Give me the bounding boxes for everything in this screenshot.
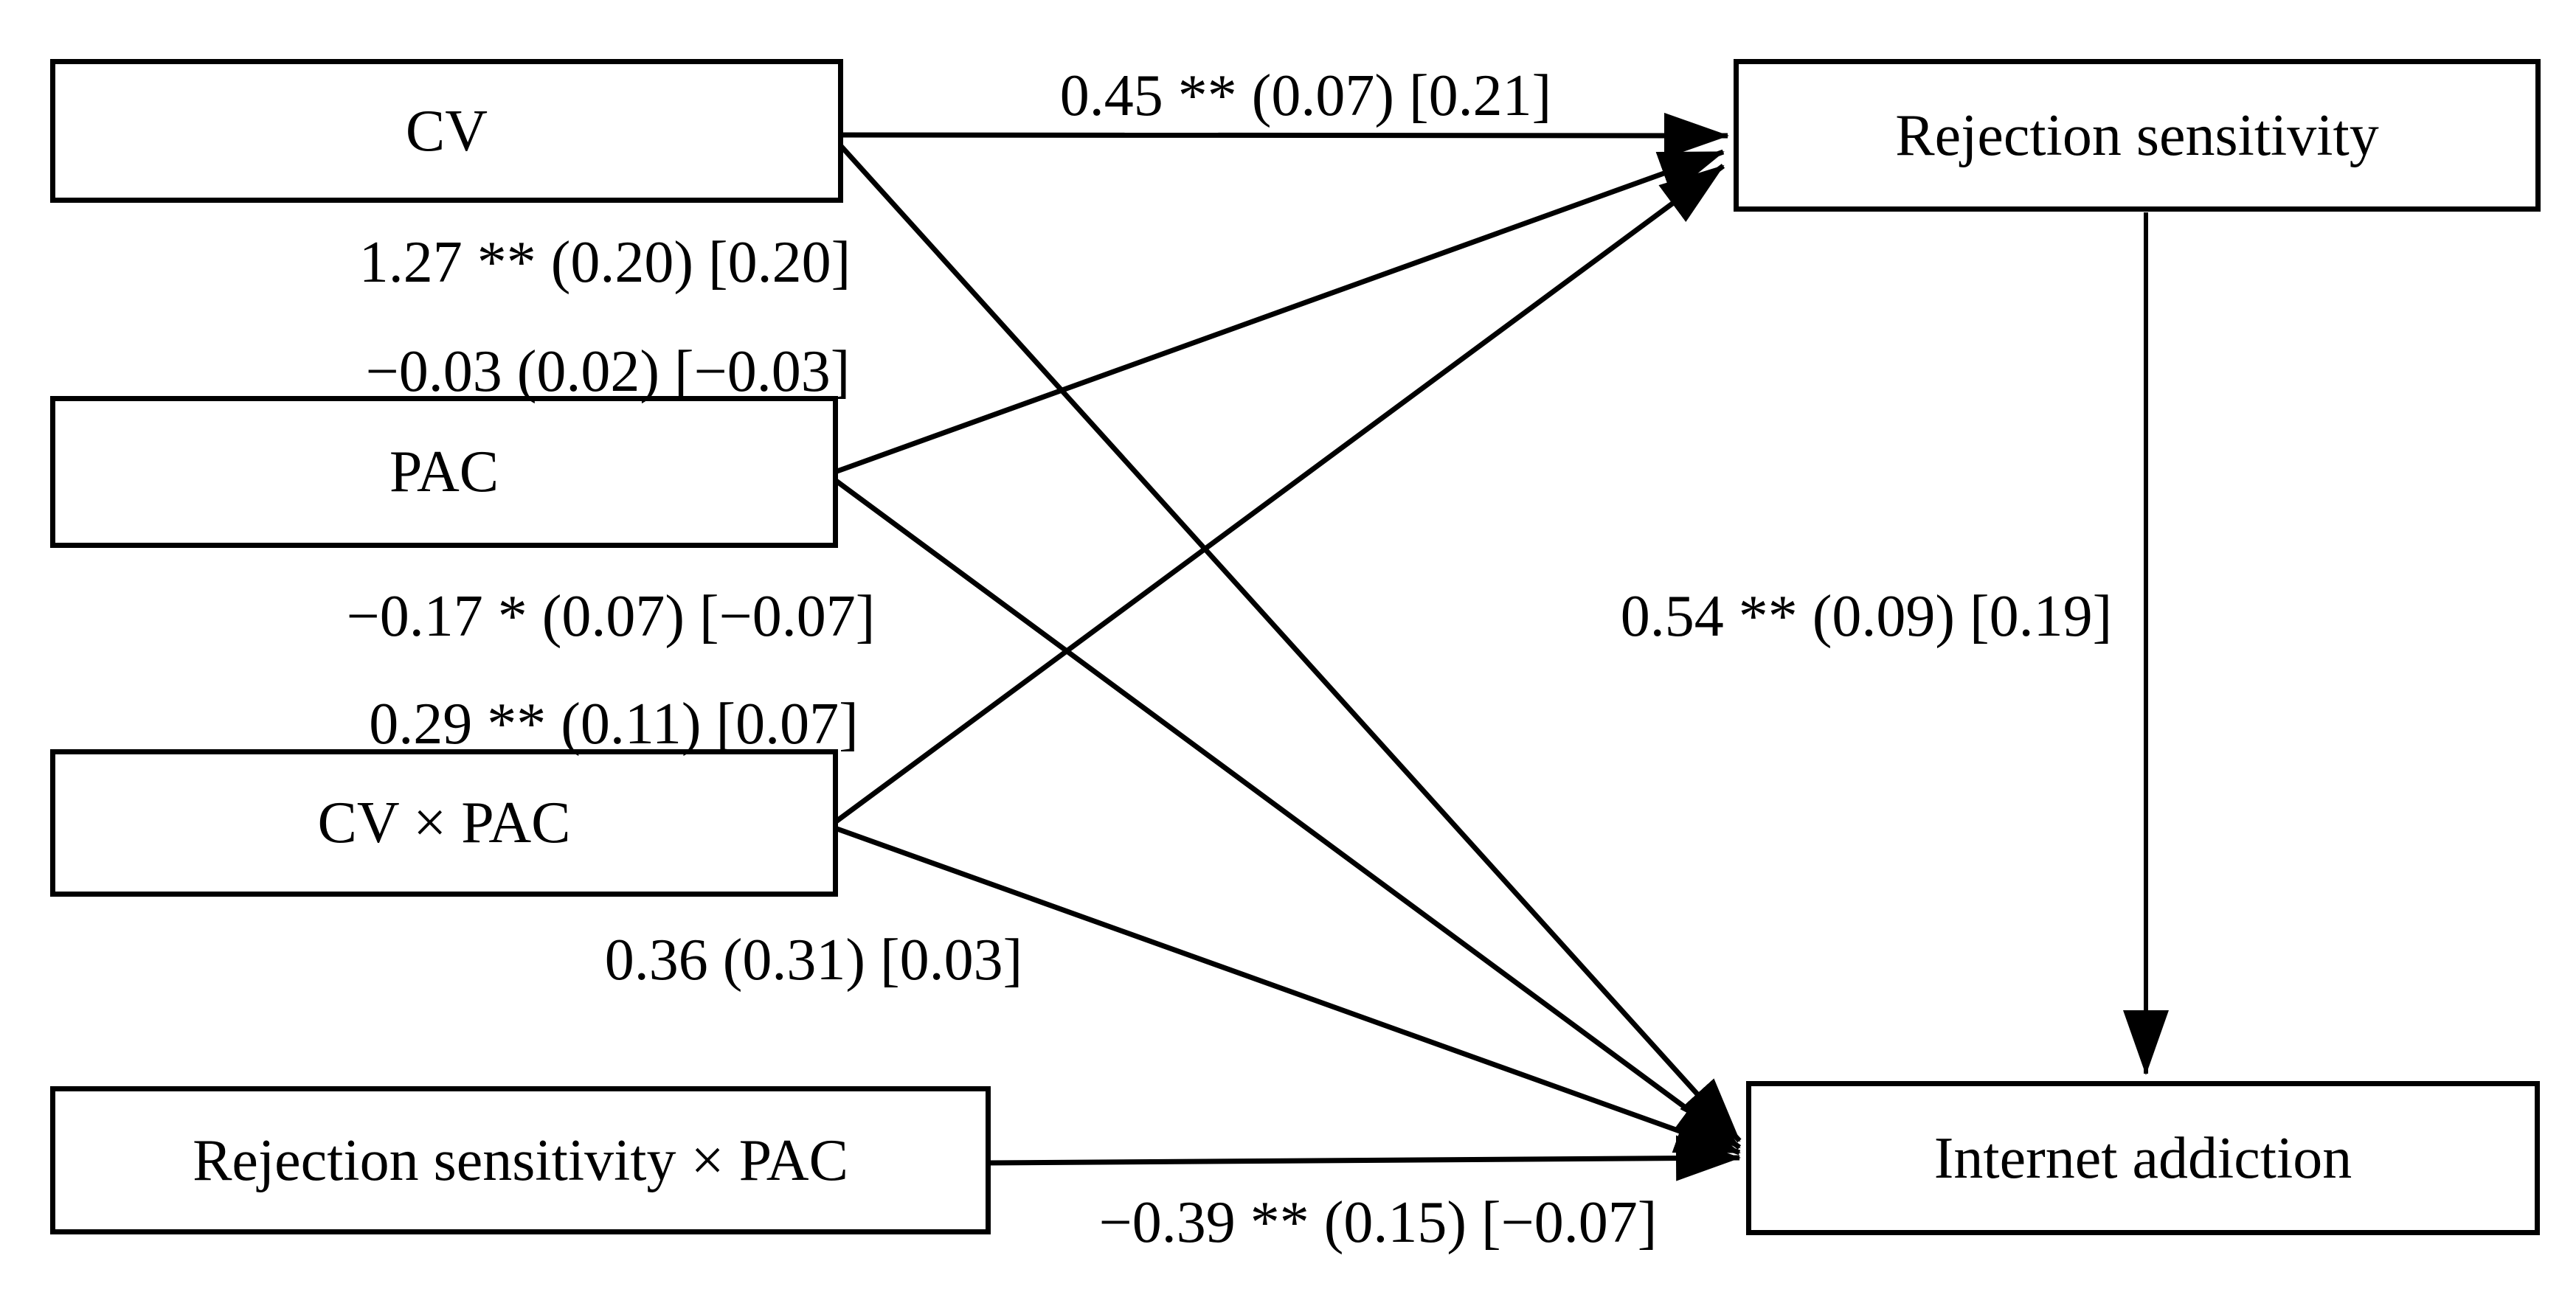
edge-label-cvxpac-to-rejection-sensitivity: 0.29 ** (0.11) [0.07] (369, 692, 859, 757)
node-rejection-sensitivity-x-pac-label: Rejection sensitivity × PAC (193, 1128, 848, 1193)
node-cv-label: CV (405, 98, 488, 164)
edge-label-cvxpac-to-internet-addiction: 0.36 (0.31) [0.03] (604, 928, 1023, 993)
edge-label-cv-to-rejection-sensitivity: 0.45 ** (0.07) [0.21] (1059, 63, 1552, 128)
node-internet-addiction: Internet addiction (1746, 1081, 2540, 1235)
node-cv: CV (50, 59, 843, 203)
node-cv-x-pac: CV × PAC (50, 749, 838, 897)
node-rejection-sensitivity-x-pac: Rejection sensitivity × PAC (50, 1086, 991, 1234)
edge-label-pac-to-rejection-sensitivity: −0.03 (0.02) [−0.03] (365, 339, 851, 404)
node-internet-addiction-label: Internet addiction (1933, 1125, 2352, 1191)
node-pac: PAC (50, 396, 838, 548)
edge-label-pac-to-internet-addiction: −0.17 * (0.07) [−0.07] (346, 584, 876, 649)
edge-pac-to-internet-addiction-arrow (833, 478, 1742, 1150)
node-cv-x-pac-label: CV × PAC (317, 791, 571, 855)
edge-cvxpac-to-rejection-sensitivity-arrow (833, 164, 1725, 824)
edge-cvxpac-to-internet-addiction-arrow (834, 825, 1741, 1156)
edge-label-rejection-sensitivity-to-internet-addiction: 0.54 ** (0.09) [0.19] (1620, 584, 2113, 649)
edge-label-cv-to-internet-addiction: 1.27 ** (0.20) [0.20] (359, 230, 851, 295)
node-rejection-sensitivity: Rejection sensitivity (1734, 59, 2541, 212)
edge-pac-to-rejection-sensitivity-arrow (834, 149, 1725, 475)
edge-rsxpac-to-internet-addiction-arrow (988, 1135, 1741, 1181)
edge-label-rsxpac-to-internet-addiction: −0.39 ** (0.15) [−0.07] (1098, 1190, 1658, 1255)
node-rejection-sensitivity-label: Rejection sensitivity (1895, 103, 2379, 168)
edge-cv-to-rejection-sensitivity-arrow (840, 112, 1729, 159)
edge-cv-to-internet-addiction-arrow (839, 144, 1742, 1143)
node-pac-label: PAC (389, 439, 499, 504)
